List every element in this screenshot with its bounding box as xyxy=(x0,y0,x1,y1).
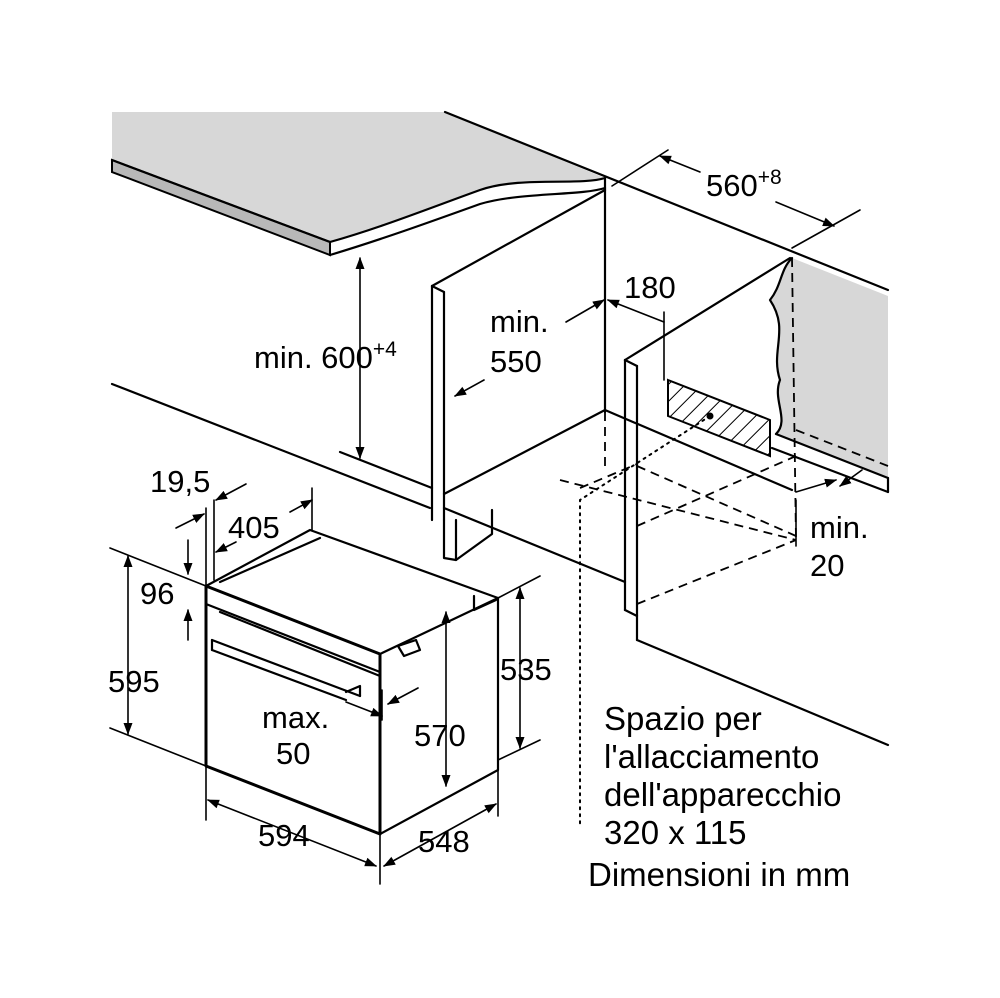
min-depth-label: min. xyxy=(490,304,549,339)
countertop xyxy=(110,110,890,292)
note-line-2: l'allacciamento xyxy=(604,738,819,775)
body-height-label: 535 xyxy=(500,652,552,687)
vent-depth-label: 180 xyxy=(624,270,676,305)
notes: Spazio per l'allacciamento dell'apparecc… xyxy=(588,700,850,893)
niche-width-label: 560+8 xyxy=(706,166,782,203)
side-depth-label: 405 xyxy=(228,510,280,545)
units-note: Dimensioni in mm xyxy=(588,856,850,893)
max-value: 50 xyxy=(276,736,310,771)
oven-width-label: 594 xyxy=(258,818,310,853)
note-line-1: Spazio per xyxy=(604,700,762,737)
note-line-4: 320 x 115 xyxy=(604,814,747,851)
dimension-lines xyxy=(109,149,863,885)
inner-height-label: 570 xyxy=(414,718,466,753)
min-depth-value: 550 xyxy=(490,344,542,379)
right-wall xyxy=(768,256,890,541)
clearance-value: 20 xyxy=(810,548,844,583)
clearance-label: min. xyxy=(810,510,869,545)
oven-height-label: 595 xyxy=(108,664,160,699)
cabinet xyxy=(110,188,890,747)
oven-depth-label: 548 xyxy=(418,824,470,859)
top-gap-label: 96 xyxy=(140,576,174,611)
front-offset-label: 19,5 xyxy=(150,464,210,499)
max-label: max. xyxy=(262,700,329,735)
note-line-3: dell'apparecchio xyxy=(604,776,841,813)
oven xyxy=(204,528,500,836)
dimension-labels: 560+8 180 min. 550 min. 600+4 min. 20 19… xyxy=(108,166,869,859)
min-height-label: min. 600+4 xyxy=(254,338,397,375)
connection-space xyxy=(579,378,771,827)
